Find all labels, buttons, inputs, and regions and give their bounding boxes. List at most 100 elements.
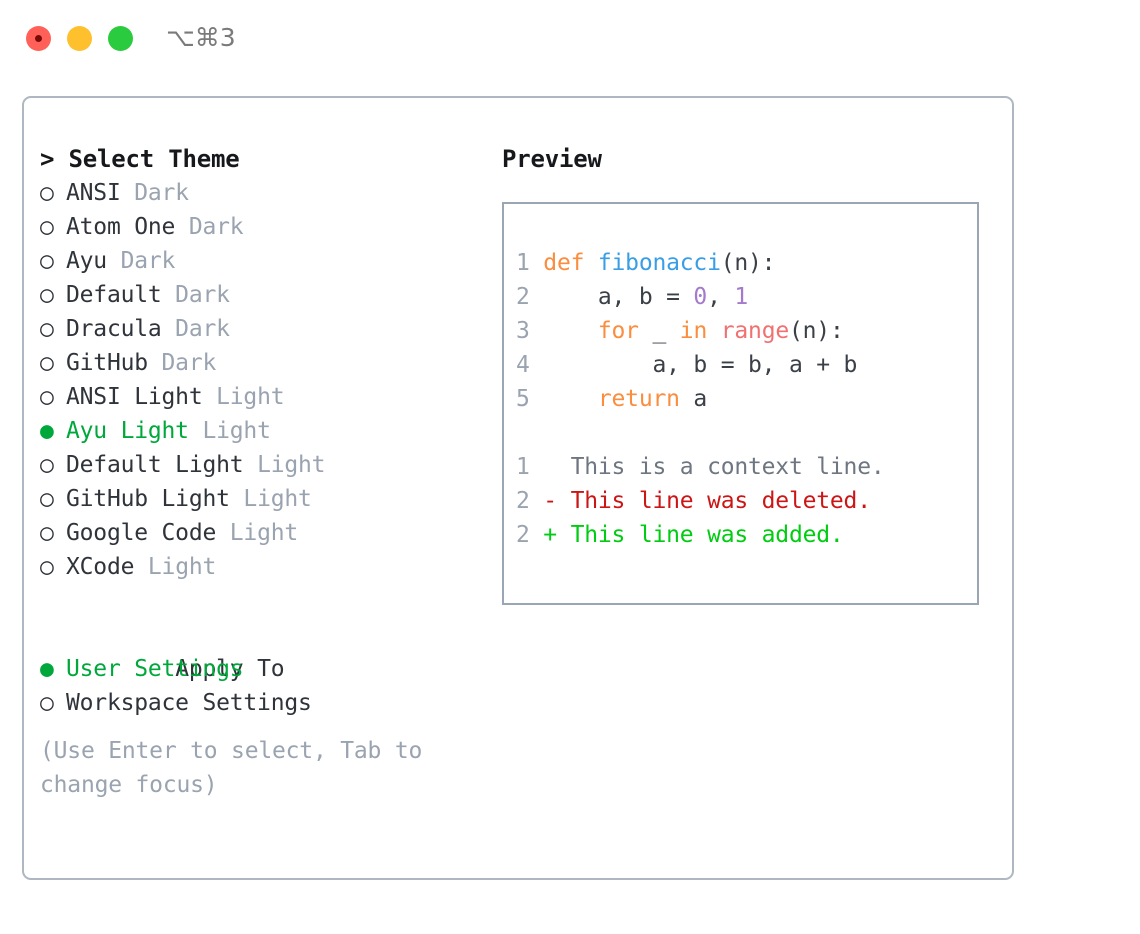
- radio-unselected-icon: ○: [40, 690, 54, 716]
- line-number: 2: [516, 522, 544, 548]
- code-token: _: [638, 318, 680, 344]
- diff-sign: -: [543, 488, 557, 514]
- theme-option-google-code[interactable]: ○ Google Code Light: [40, 516, 480, 550]
- radio-unselected-icon: ○: [40, 248, 54, 274]
- help-text: (Use Enter to select, Tab to change focu…: [40, 738, 423, 798]
- theme-option-xcode[interactable]: ○XCode Light: [40, 550, 480, 584]
- theme-picker-column: > Select Theme ○ANSI Dark○Atom One Dark○…: [40, 142, 480, 802]
- line-number: 5: [516, 386, 544, 412]
- theme-option-ayu[interactable]: ○Ayu Dark: [40, 244, 480, 278]
- radio-selected-icon: ●: [40, 656, 54, 682]
- code-line: 4 a, b = b, a + b: [516, 348, 885, 382]
- title-bar: ⌥⌘3: [0, 0, 1140, 78]
- code-token: (n):: [789, 318, 844, 344]
- theme-option-category: Light: [216, 520, 299, 546]
- apply-to-option-user-settings[interactable]: ● User Settings: [40, 652, 480, 686]
- theme-option-name: Atom One: [66, 214, 176, 240]
- code-token: (n):: [720, 250, 776, 276]
- code-line: 3 for _ in range(n):: [516, 314, 885, 348]
- theme-option-default[interactable]: ○ Default Dark: [40, 278, 480, 312]
- theme-option-category: Dark: [175, 214, 244, 240]
- theme-option-category: Dark: [161, 282, 230, 308]
- code-diff-separator: [516, 416, 885, 450]
- diff-line-add: 2 + This line was added.: [516, 518, 885, 552]
- line-number: 1: [516, 250, 544, 276]
- code-token: fibonacci: [597, 250, 721, 276]
- keyboard-shortcut-label: ⌥⌘3: [166, 23, 236, 52]
- diff-text: This is a context line.: [556, 454, 885, 480]
- line-number: 4: [516, 352, 544, 378]
- diff-text: This line was deleted.: [556, 488, 871, 514]
- theme-option-name: XCode: [66, 554, 135, 580]
- theme-option-category: Dark: [161, 316, 230, 342]
- radio-unselected-icon: ○: [40, 452, 54, 478]
- theme-option-name: GitHub: [66, 350, 148, 376]
- code-token: for: [597, 318, 639, 344]
- code-token: a, b = b, a + b: [543, 352, 858, 378]
- code-token: return: [597, 386, 680, 412]
- code-line: 2 a, b = 0, 1: [516, 280, 885, 314]
- theme-option-default-light[interactable]: ○ Default Light Light: [40, 448, 480, 482]
- theme-option-category: Light: [188, 418, 271, 444]
- code-token: range: [720, 318, 789, 344]
- radio-unselected-icon: ○: [40, 180, 54, 206]
- code-token: def: [543, 250, 598, 276]
- radio-selected-icon: ●: [40, 418, 54, 444]
- theme-option-dracula[interactable]: ○Dracula Dark: [40, 312, 480, 346]
- radio-unselected-icon: ○: [40, 214, 54, 240]
- apply-to-label: Apply To: [175, 656, 285, 682]
- close-button-icon[interactable]: [26, 26, 51, 51]
- apply-to-option-name: Workspace Settings: [66, 690, 312, 716]
- diff-sign: [543, 454, 557, 480]
- theme-option-category: Light: [229, 486, 312, 512]
- code-token: 1: [734, 284, 749, 310]
- preview-heading: Preview: [502, 145, 602, 173]
- maximize-button-icon[interactable]: [108, 26, 133, 51]
- apply-to-option-name: User Settings: [66, 656, 244, 682]
- theme-option-ayu-light[interactable]: ● Ayu Light Light: [40, 414, 480, 448]
- radio-unselected-icon: ○: [40, 384, 54, 410]
- radio-unselected-icon: ○: [40, 554, 54, 580]
- theme-option-name: Default Light: [66, 452, 244, 478]
- radio-unselected-icon: ○: [40, 350, 54, 376]
- main-panel: > Select Theme ○ANSI Dark○Atom One Dark○…: [22, 96, 1014, 880]
- theme-option-github[interactable]: ○GitHub Dark: [40, 346, 480, 380]
- code-line: 5 return a: [516, 382, 885, 416]
- theme-option-github-light[interactable]: ○GitHub Light Light: [40, 482, 480, 516]
- preview-column: Preview 1 def fibonacci(n):2 a, b = 0, 1…: [502, 142, 1002, 605]
- section-spacer: [40, 584, 480, 618]
- diff-sign: +: [543, 522, 557, 548]
- code-token: [543, 386, 598, 412]
- code-line: 1 def fibonacci(n):: [516, 246, 885, 280]
- line-number: 1: [516, 454, 544, 480]
- diff-line-del: 2 - This line was deleted.: [516, 484, 885, 518]
- radio-unselected-icon: ○: [40, 282, 54, 308]
- theme-option-name: Ayu: [66, 248, 107, 274]
- code-token: 0: [693, 284, 708, 310]
- code-token: in: [679, 318, 708, 344]
- theme-option-name: Ayu Light: [66, 418, 189, 444]
- radio-unselected-icon: ○: [40, 486, 54, 512]
- theme-option-name: Default: [66, 282, 162, 308]
- line-number: 3: [516, 318, 544, 344]
- minimize-button-icon[interactable]: [67, 26, 92, 51]
- theme-option-ansi[interactable]: ○ANSI Dark: [40, 176, 480, 210]
- line-number: 2: [516, 488, 544, 514]
- code-token: a: [679, 386, 708, 412]
- theme-option-name: Google Code: [66, 520, 217, 546]
- theme-option-name: ANSI Light: [66, 384, 203, 410]
- window-controls: [26, 26, 133, 51]
- radio-unselected-icon: ○: [40, 520, 54, 546]
- radio-unselected-icon: ○: [40, 316, 54, 342]
- theme-option-category: Light: [202, 384, 285, 410]
- theme-option-atom-one[interactable]: ○ Atom One Dark: [40, 210, 480, 244]
- diff-text: This line was added.: [556, 522, 844, 548]
- diff-line-ctx: 1 This is a context line.: [516, 450, 885, 484]
- theme-option-category: Light: [243, 452, 326, 478]
- code-token: [543, 318, 598, 344]
- apply-to-option-workspace-settings[interactable]: ○ Workspace Settings: [40, 686, 480, 720]
- theme-option-ansi-light[interactable]: ○ ANSI Light Light: [40, 380, 480, 414]
